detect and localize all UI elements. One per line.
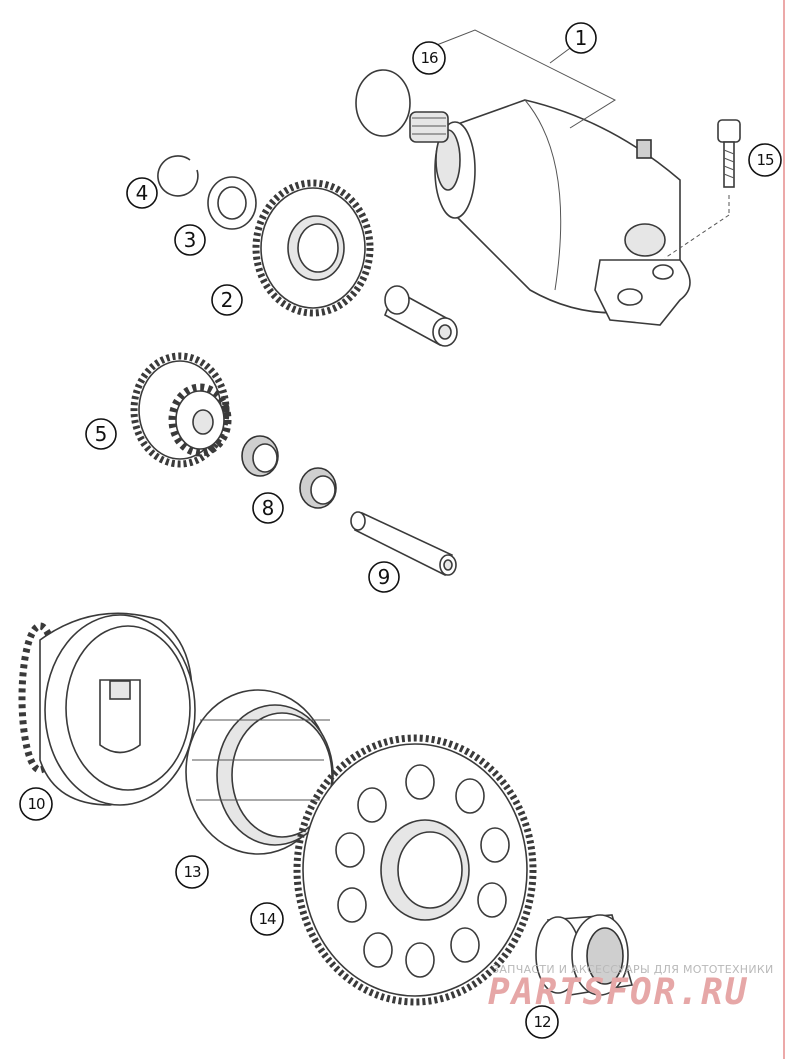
freewheel <box>185 689 334 855</box>
svg-text:4: 4 <box>136 181 149 205</box>
svg-text:2: 2 <box>221 288 234 312</box>
callout-4: 4 <box>126 177 158 209</box>
intermediate-gear <box>252 179 374 317</box>
svg-text:3: 3 <box>184 228 197 252</box>
callout-16: 16 <box>412 41 446 75</box>
callout-5: 5 <box>85 418 117 450</box>
watermark-tagline: ЗАПЧАСТИ И АКСЕССУАРЫ ДЛЯ МОТОТЕХНИКИ <box>492 963 774 976</box>
callout-3: 3 <box>174 224 206 256</box>
shaft <box>350 511 457 577</box>
callout-15: 15 <box>748 143 782 177</box>
svg-text:15: 15 <box>756 151 774 169</box>
circlip <box>157 155 199 197</box>
callout-9: 9 <box>368 561 400 593</box>
double-gear <box>130 352 232 468</box>
freewheel-housing <box>18 612 196 806</box>
callout-14: 14 <box>250 902 284 936</box>
callout-13: 13 <box>175 855 209 889</box>
svg-text:9: 9 <box>378 565 391 589</box>
needle-bushing <box>535 914 634 996</box>
svg-text:1: 1 <box>575 26 588 50</box>
svg-text:10: 10 <box>27 795 45 813</box>
callout-10: 10 <box>19 787 53 821</box>
svg-text:8: 8 <box>262 496 275 520</box>
callout-8: 8 <box>252 492 284 524</box>
starter-gear <box>293 734 537 1006</box>
needle-bearing-2 <box>299 467 337 509</box>
starter-motor <box>409 99 691 326</box>
callout-2: 2 <box>211 284 243 316</box>
svg-text:14: 14 <box>258 910 276 928</box>
svg-text:12: 12 <box>533 1013 551 1031</box>
watermark-logo: PARTSFOR.RU <box>488 972 749 1013</box>
bolt <box>664 119 741 259</box>
o-ring <box>355 69 411 137</box>
svg-text:13: 13 <box>183 863 201 881</box>
needle-bearing-1 <box>241 435 279 477</box>
callout-1: 1 <box>565 22 597 54</box>
svg-text:5: 5 <box>95 422 108 446</box>
sleeve <box>383 285 458 347</box>
svg-text:16: 16 <box>420 49 438 67</box>
washer <box>207 176 257 230</box>
callout-12: 12 <box>525 1005 559 1039</box>
